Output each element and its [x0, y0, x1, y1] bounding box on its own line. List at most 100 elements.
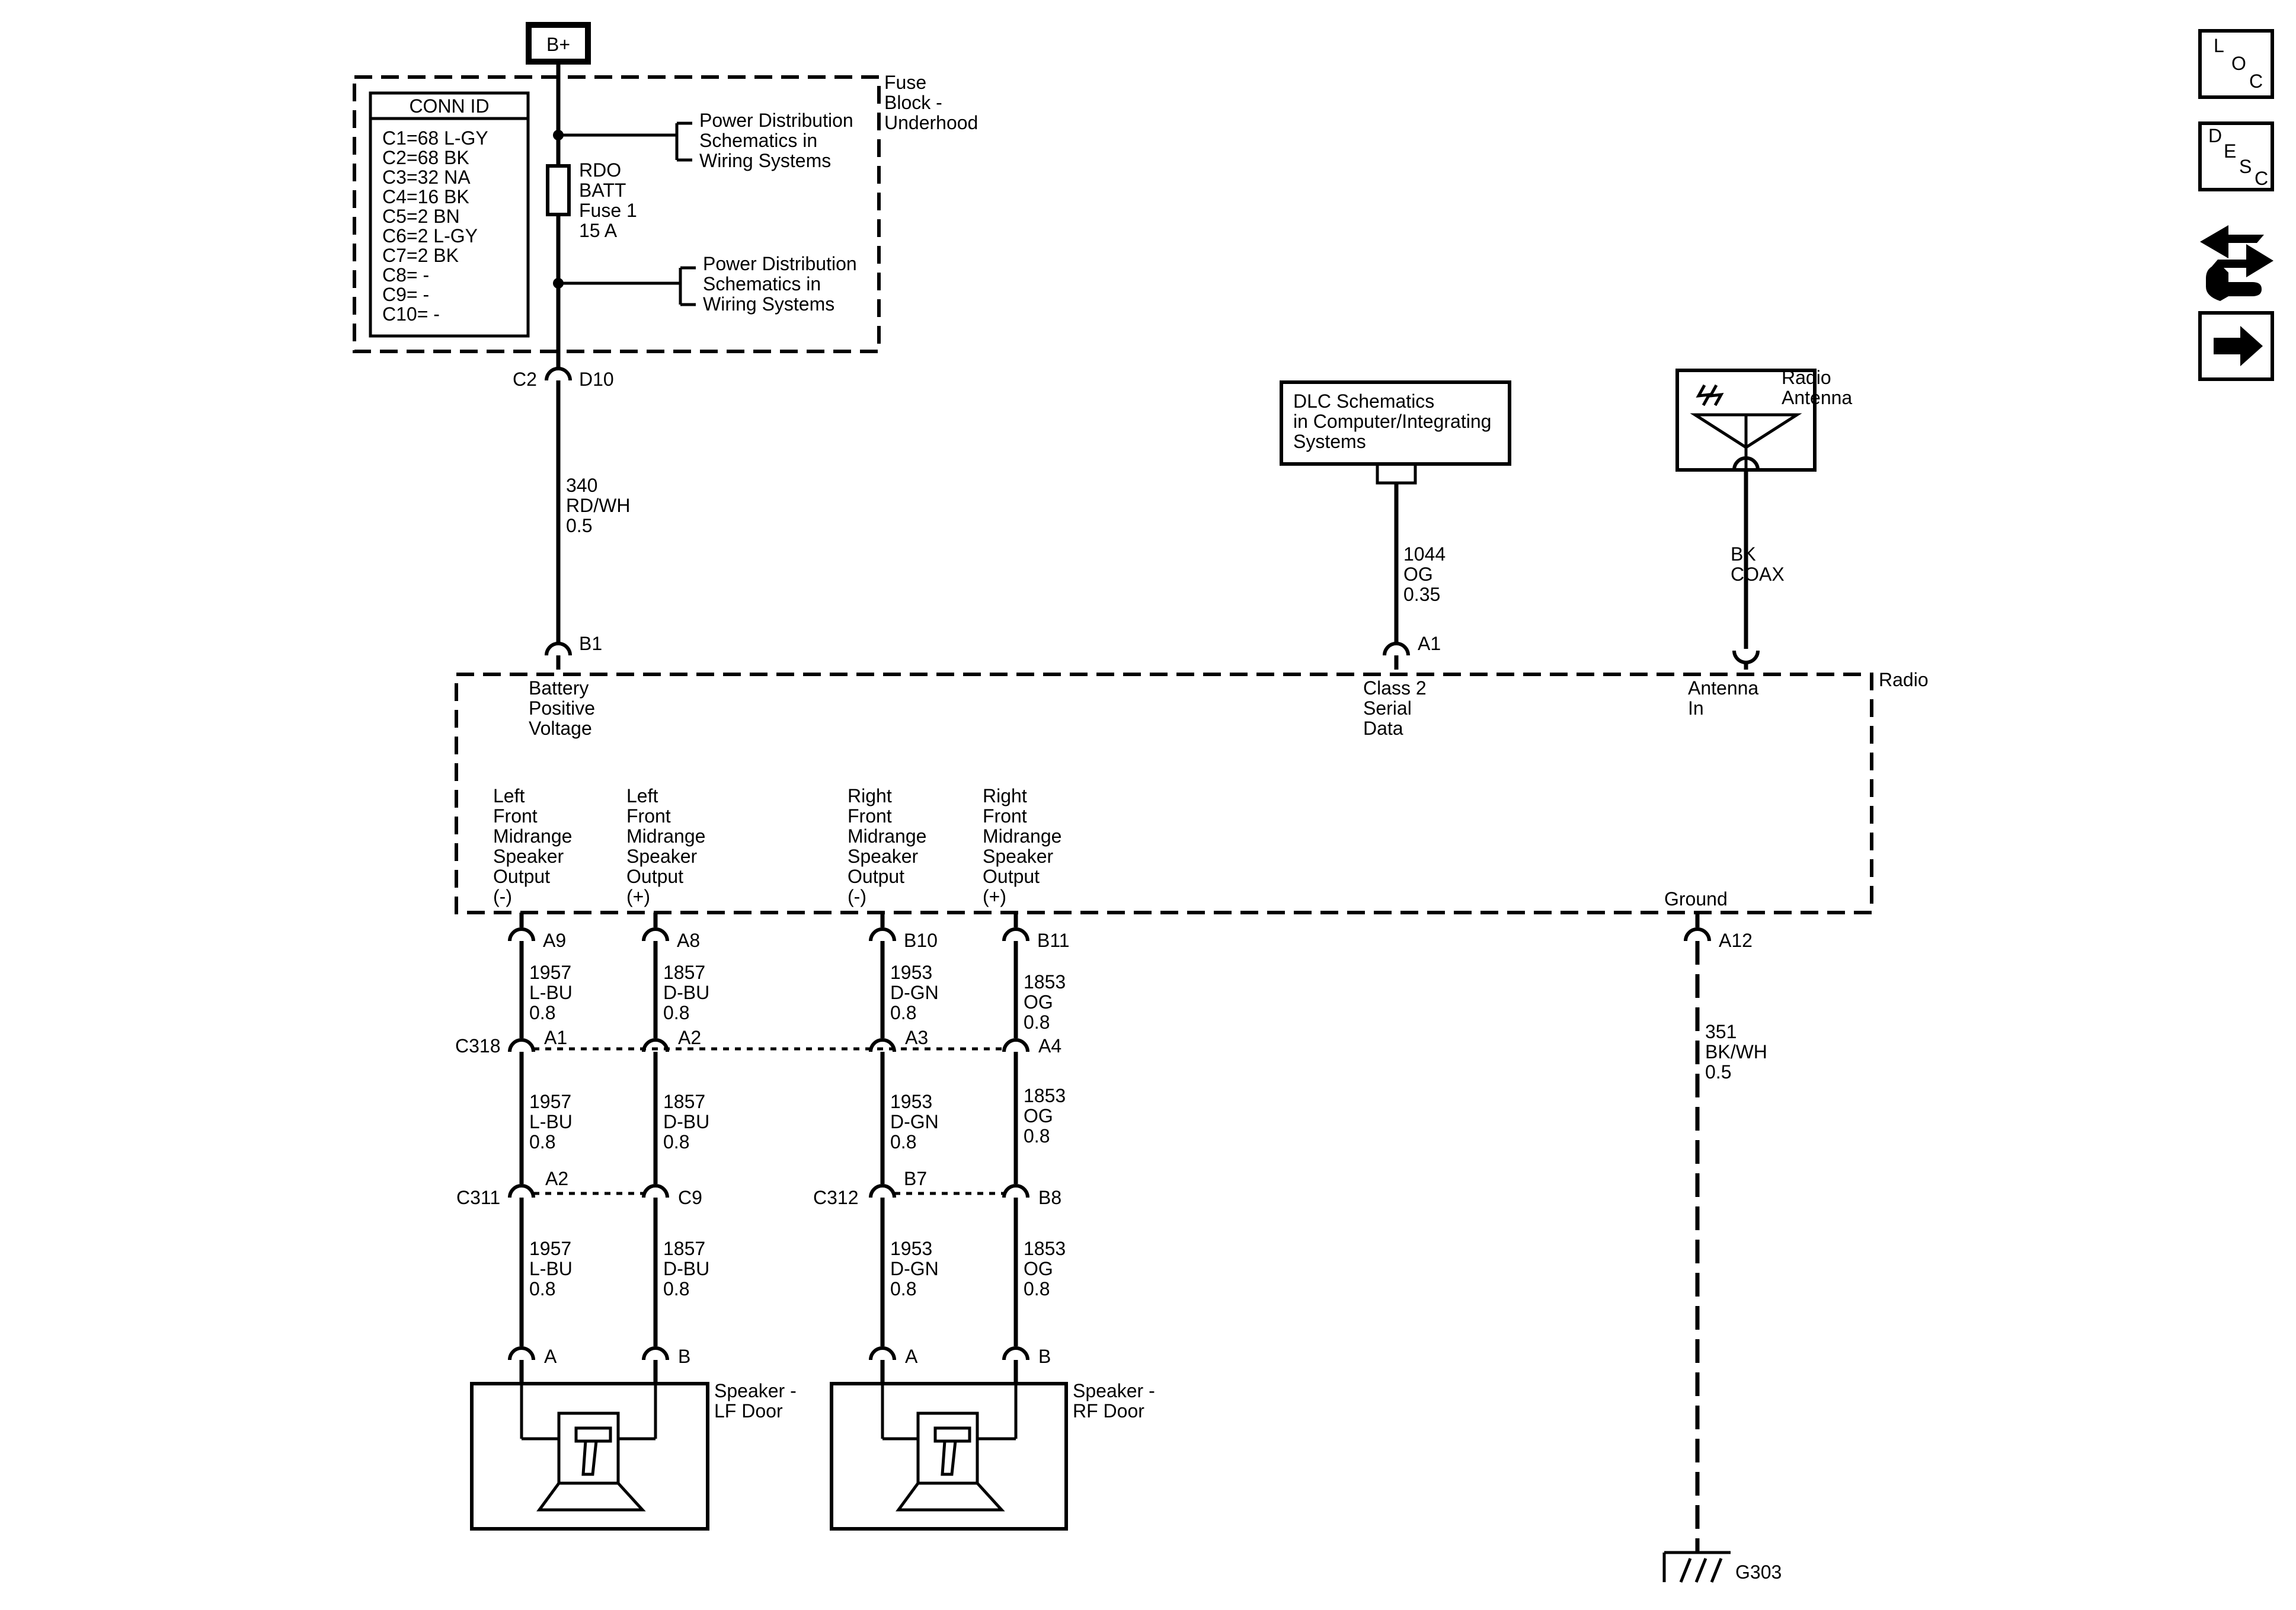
speaker-icon: [520, 1384, 657, 1512]
svg-text:1857: 1857: [663, 962, 705, 983]
svg-text:D-BU: D-BU: [663, 982, 709, 1003]
svg-text:OG: OG: [1024, 991, 1053, 1013]
svg-text:Front: Front: [493, 805, 538, 827]
wire-1044-label: 1044 OG 0.35: [1403, 543, 1446, 605]
svg-text:Radio: Radio: [1782, 367, 1831, 388]
svg-text:(-): (-): [493, 886, 512, 907]
power-distribution-ref-1[interactable]: Power Distribution Schematics in Wiring …: [699, 110, 853, 171]
conn-id-box: [369, 91, 530, 338]
svg-text:0.5: 0.5: [566, 515, 592, 536]
dlc-connector: [1376, 464, 1417, 485]
svg-text:Schematics in: Schematics in: [699, 130, 817, 151]
pin-b1-label: B1: [579, 633, 602, 654]
svg-text:0.8: 0.8: [890, 1131, 916, 1153]
svg-text:L-BU: L-BU: [529, 1111, 573, 1132]
desc-button[interactable]: D E S C: [2198, 121, 2274, 191]
svg-text:Antenna: Antenna: [1688, 677, 1758, 699]
svg-text:1857: 1857: [663, 1238, 705, 1259]
connector-c312-pin-b7: B7: [904, 1168, 927, 1189]
speaker-rf-box[interactable]: [830, 1382, 1068, 1531]
wire-column-rf-plus: [1002, 913, 1029, 1439]
battery-label: B+: [546, 34, 570, 55]
pin-d10-label: D10: [579, 369, 614, 390]
svg-text:Antenna: Antenna: [1782, 387, 1852, 408]
svg-text:Underhood: Underhood: [884, 112, 978, 133]
svg-text:Speaker: Speaker: [848, 846, 919, 867]
connector-c312-label: C312: [813, 1187, 859, 1208]
svg-text:1853: 1853: [1024, 971, 1066, 993]
svg-text:A1: A1: [544, 1027, 567, 1048]
svg-text:B11: B11: [1037, 930, 1070, 951]
output-rf-plus-label: Right Front Midrange Speaker Output (+): [983, 785, 1061, 907]
g303-label: G303: [1735, 1561, 1782, 1583]
fuse-symbol: [546, 164, 571, 216]
svg-text:0.8: 0.8: [663, 1278, 689, 1299]
dlc-box[interactable]: [1280, 380, 1511, 466]
connector-a12: [1684, 927, 1711, 942]
svg-text:A3: A3: [905, 1027, 928, 1048]
svg-text:1044: 1044: [1403, 543, 1446, 565]
svg-text:0.8: 0.8: [890, 1002, 916, 1023]
svg-text:0.8: 0.8: [529, 1131, 555, 1153]
svg-text:C3=32 NA: C3=32 NA: [382, 167, 471, 188]
svg-text:1853: 1853: [1024, 1238, 1066, 1259]
svg-text:L-BU: L-BU: [529, 1258, 573, 1279]
radio-antenna-label: Radio Antenna: [1782, 367, 1852, 408]
svg-text:A4: A4: [1038, 1035, 1061, 1057]
svg-text:1853: 1853: [1024, 1085, 1066, 1106]
svg-text:RF Door: RF Door: [1073, 1400, 1144, 1422]
connector-c311-label: C311: [456, 1187, 500, 1208]
antenna-icon: [1690, 384, 1802, 470]
svg-text:Speaker -: Speaker -: [1073, 1380, 1155, 1401]
svg-text:Systems: Systems: [1293, 431, 1366, 452]
svg-text:OG: OG: [1024, 1105, 1053, 1126]
svg-text:C10= -: C10= -: [382, 303, 440, 325]
svg-text:D-GN: D-GN: [890, 1258, 939, 1279]
next-arrow-button[interactable]: [2198, 311, 2274, 381]
radio-box[interactable]: [455, 673, 1873, 914]
svg-text:In: In: [1688, 697, 1704, 719]
svg-text:1953: 1953: [890, 962, 932, 983]
speaker-rf-label: Speaker - RF Door: [1073, 1380, 1155, 1422]
wire-351-label: 351 BK/WH 0.5: [1705, 1021, 1767, 1083]
svg-text:BATT: BATT: [579, 180, 626, 201]
svg-text:C4=16 BK: C4=16 BK: [382, 186, 469, 207]
wire-labels-row-1: 1957 L-BU 0.8 1857 D-BU 0.8 1953 D-GN 0.…: [529, 962, 1066, 1033]
conn-id-list: C1=68 L-GY C2=68 BK C3=32 NA C4=16 BK C5…: [382, 127, 488, 325]
svg-text:1857: 1857: [663, 1091, 705, 1112]
power-distribution-ref-2[interactable]: Power Distribution Schematics in Wiring …: [703, 253, 857, 315]
svg-text:Output: Output: [493, 866, 550, 887]
svg-text:B10: B10: [904, 930, 938, 951]
wire-column-lf-plus: [642, 913, 669, 1439]
svg-text:Output: Output: [848, 866, 904, 887]
ground-label: Ground: [1664, 888, 1728, 910]
svg-text:Battery: Battery: [529, 677, 589, 699]
svg-text:E: E: [2224, 140, 2236, 162]
svg-text:15 A: 15 A: [579, 220, 618, 241]
connector-c318-label: C318: [455, 1035, 501, 1057]
svg-text:Front: Front: [848, 805, 892, 827]
speaker-lf-label: Speaker - LF Door: [714, 1380, 797, 1422]
battery-positive-voltage-label: Battery Positive Voltage: [529, 677, 595, 739]
radio-pin-labels: A9 A8 B10 B11 A12: [543, 930, 1753, 951]
svg-text:D: D: [2208, 125, 2222, 146]
svg-text:BK/WH: BK/WH: [1705, 1041, 1767, 1062]
speaker-pin-labels: A B A B: [544, 1346, 1051, 1367]
svg-text:A8: A8: [677, 930, 700, 951]
svg-text:C2=68 BK: C2=68 BK: [382, 147, 469, 168]
svg-text:OG: OG: [1403, 564, 1433, 585]
svg-text:C6=2 L-GY: C6=2 L-GY: [382, 225, 478, 247]
fuse-label: RDO BATT Fuse 1 15 A: [579, 159, 637, 241]
svg-text:Midrange: Midrange: [493, 825, 572, 847]
svg-text:in Computer/Integrating: in Computer/Integrating: [1293, 411, 1491, 432]
wrench-icon[interactable]: [2200, 225, 2273, 301]
svg-text:Data: Data: [1363, 718, 1403, 739]
svg-text:Output: Output: [626, 866, 683, 887]
loc-button[interactable]: L O C: [2198, 29, 2274, 99]
svg-text:Speaker: Speaker: [493, 846, 564, 867]
svg-text:(-): (-): [848, 886, 866, 907]
connector-b1: [545, 642, 572, 656]
svg-text:1957: 1957: [529, 962, 571, 983]
svg-text:A2: A2: [678, 1027, 701, 1048]
